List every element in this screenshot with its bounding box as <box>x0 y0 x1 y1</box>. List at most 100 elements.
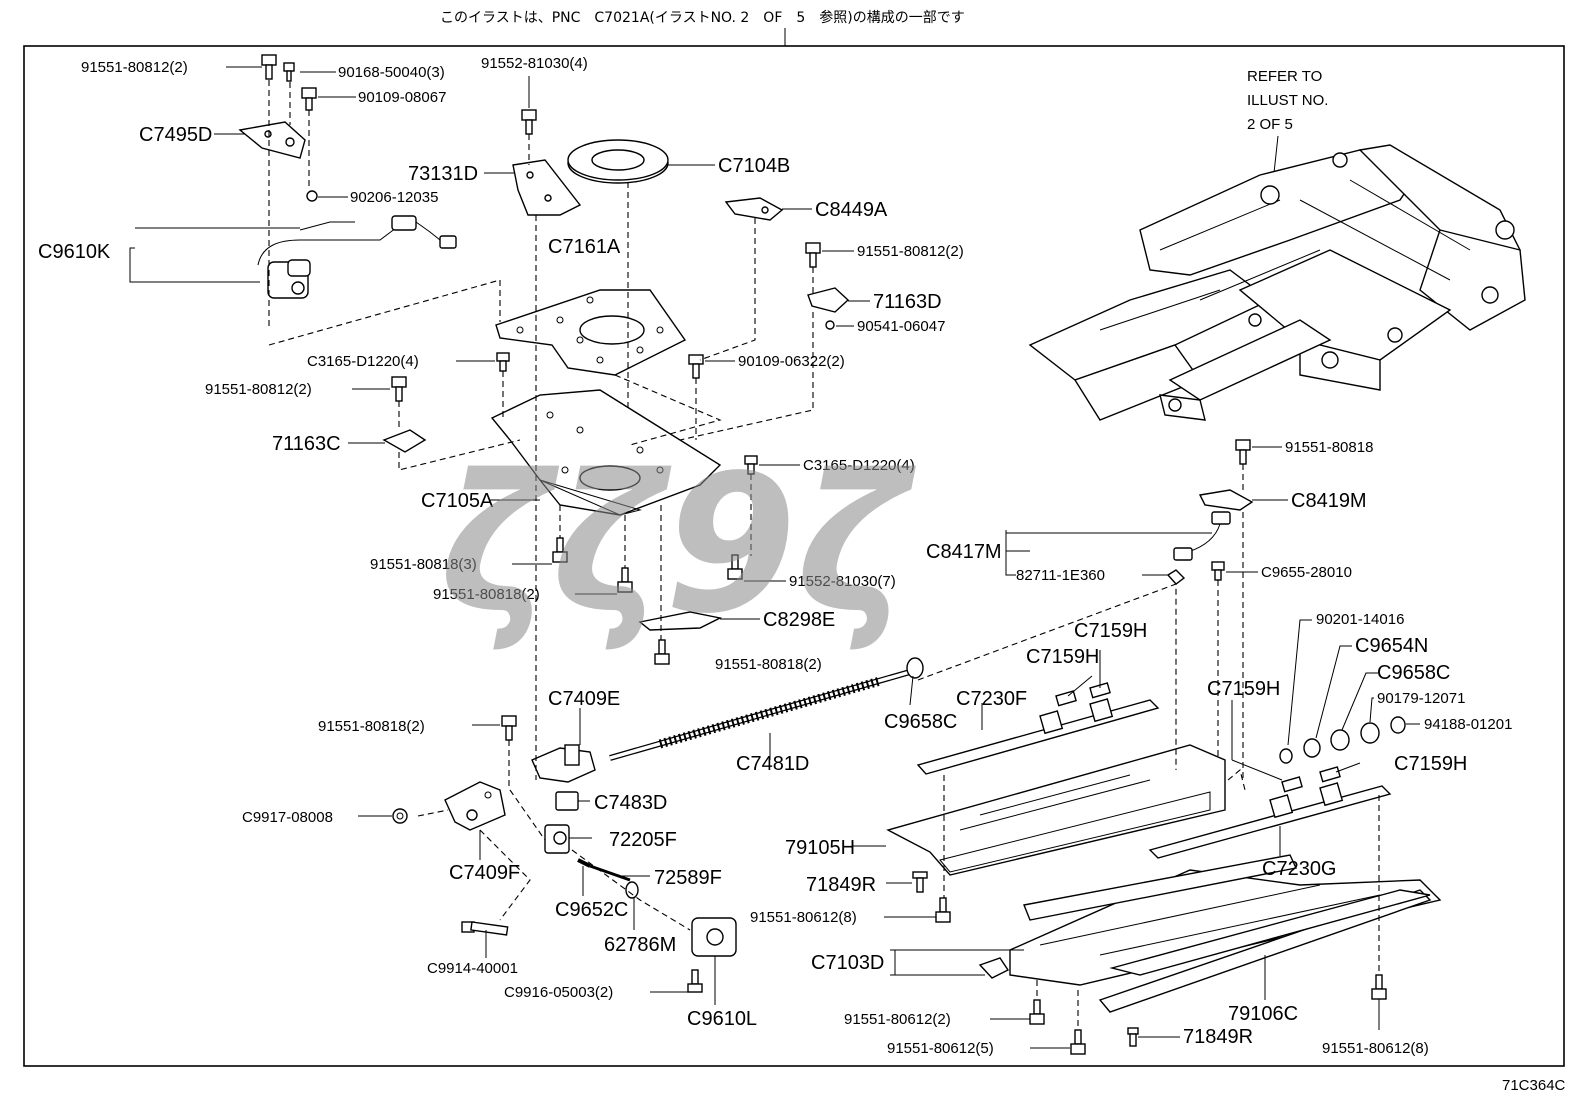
bolt-91551-80818-left <box>501 715 517 741</box>
label-C7230F: C7230F <box>956 688 1027 710</box>
bolt-90109-08067 <box>301 87 317 111</box>
bracket-71163C <box>382 429 427 453</box>
label-71163D: 71163D <box>873 291 942 313</box>
pan-C7103D <box>1009 854 1442 986</box>
washer-90201-14016 <box>1279 748 1293 764</box>
label-C9654N: C9654N <box>1355 635 1428 657</box>
label-91551-80818: 91551-80818 <box>1285 439 1373 456</box>
label-91551-80612-8-b: 91551-80612(8) <box>1322 1040 1429 1057</box>
bushing-C9654N <box>1303 738 1321 758</box>
plate-C7161A <box>495 289 687 376</box>
screw-C3165-D1220-lower <box>744 455 758 475</box>
bracket-71163D <box>807 287 850 313</box>
label-C9610K: C9610K <box>38 241 111 263</box>
harness-C8417M <box>1173 511 1231 561</box>
label-79105H: 79105H <box>785 837 855 859</box>
seat-frame-assembly <box>1028 144 1526 421</box>
bracket-73131D <box>512 159 582 216</box>
label-91551-80612-5: 91551-80612(5) <box>887 1040 994 1057</box>
watermark-text: ζζ9ζ <box>440 434 917 655</box>
bolt-91551-80818-right <box>1235 439 1251 465</box>
bracket-C7409F <box>444 781 506 831</box>
nut-90179-12071 <box>1360 722 1380 744</box>
bracket-lower-left <box>978 957 1010 979</box>
refer-note-line-1: REFER TO <box>1247 68 1322 85</box>
label-C7103D: C7103D <box>811 952 884 974</box>
ring-C7104B <box>567 139 669 184</box>
label-C7159H-a: C7159H <box>1074 620 1147 642</box>
label-C9917-08008: C9917-08008 <box>242 809 333 826</box>
label-C9914-40001: C9914-40001 <box>427 960 518 977</box>
label-C7161A: C7161A <box>548 236 621 258</box>
diagram-frame <box>23 45 1565 1067</box>
leader-lines <box>129 66 1420 1049</box>
label-90109-08067: 90109-08067 <box>358 89 446 106</box>
label-91551-80818-2-c: 91551-80818(2) <box>318 718 425 735</box>
pan-79105H <box>886 744 1226 876</box>
label-91551-80812-2-b: 91551-80812(2) <box>857 243 964 260</box>
motor-C9610L <box>691 917 737 957</box>
clip-C7159H-d <box>1319 766 1341 783</box>
label-C7495D: C7495D <box>139 124 212 146</box>
label-C8449A: C8449A <box>815 199 888 221</box>
label-C9658C-a: C9658C <box>1377 662 1450 684</box>
bracket-C8298E <box>638 611 723 631</box>
bracket-C7409E <box>531 744 596 783</box>
label-C9610L: C9610L <box>687 1008 757 1030</box>
screw-C9655-28010 <box>1211 561 1225 581</box>
label-91551-80818-2-b: 91551-80818(2) <box>715 656 822 673</box>
bolt-91551-80812-top <box>261 54 277 80</box>
clip-C7159H-b <box>1089 682 1111 699</box>
label-90541-06047: 90541-06047 <box>857 318 945 335</box>
label-90109-06322-2: 90109-06322(2) <box>738 353 845 370</box>
bolt-91551-80612-5 <box>1070 1029 1086 1055</box>
label-91552-81030-4: 91552-81030(4) <box>481 55 588 72</box>
bolt-91551-80812-mid <box>805 242 821 268</box>
gearbox-72205F <box>544 824 570 854</box>
figure-id: 71C364C <box>1502 1077 1566 1094</box>
refer-note-line-3: 2 OF 5 <box>1247 116 1293 133</box>
label-91551-80612-2: 91551-80612(2) <box>844 1011 951 1028</box>
pin-71849R-b <box>1127 1027 1139 1047</box>
bolt-91551-80612-8b <box>1371 974 1387 1000</box>
refer-note-line-2: ILLUST NO. <box>1247 92 1328 109</box>
label-C7481D: C7481D <box>736 753 809 775</box>
screw-90168-50040 <box>283 62 295 82</box>
label-C7409F: C7409F <box>449 862 520 884</box>
nut-90206-12035 <box>306 190 318 202</box>
label-79106C: 79106C <box>1228 1003 1298 1025</box>
label-94188-01201: 94188-01201 <box>1424 716 1512 733</box>
label-91551-80612-8-a: 91551-80612(8) <box>750 909 857 926</box>
label-C7159H-d: C7159H <box>1394 753 1467 775</box>
label-C3165-D1220-4-b: C3165-D1220(4) <box>803 457 915 474</box>
label-71163C: 71163C <box>272 433 341 455</box>
label-91551-80812-2-a: 91551-80812(2) <box>81 59 188 76</box>
label-C8298E: C8298E <box>763 609 835 631</box>
watermark: ζζ9ζ <box>440 434 917 655</box>
nut-90541-06047 <box>825 320 835 330</box>
label-C9658C-b: C9658C <box>884 711 957 733</box>
label-90179-12071: 90179-12071 <box>1377 690 1465 707</box>
pin-71849R-a <box>912 871 928 893</box>
rail-C7230G <box>1148 782 1392 859</box>
bolt-91552-81030-top <box>521 109 537 135</box>
label-C7483D: C7483D <box>594 792 667 814</box>
label-C7104B: C7104B <box>718 155 790 177</box>
label-C7159H-c: C7159H <box>1207 678 1280 700</box>
bolt-91551-80612-8a <box>935 897 951 923</box>
label-C9655-28010: C9655-28010 <box>1261 564 1352 581</box>
label-91551-80818-2-a: 91551-80818(2) <box>433 586 540 603</box>
clip-C7159H-c <box>1281 776 1303 793</box>
label-73131D: 73131D <box>408 163 478 185</box>
label-72589F: 72589F <box>654 867 722 889</box>
rail-79106C <box>1098 889 1432 1013</box>
bracket-C7495D <box>238 121 306 159</box>
screw-C3165-D1220-upper <box>496 352 510 372</box>
rail-C7230F <box>916 698 1160 775</box>
nut-94188-01201 <box>1390 716 1406 734</box>
part-labels: 91551-80812(2) 90168-50040(3) 91552-8103… <box>38 55 1512 1057</box>
bracket-C8449A <box>724 197 784 221</box>
label-82711-1E360: 82711-1E360 <box>1016 567 1105 584</box>
label-91551-80818-3: 91551-80818(3) <box>370 556 477 573</box>
